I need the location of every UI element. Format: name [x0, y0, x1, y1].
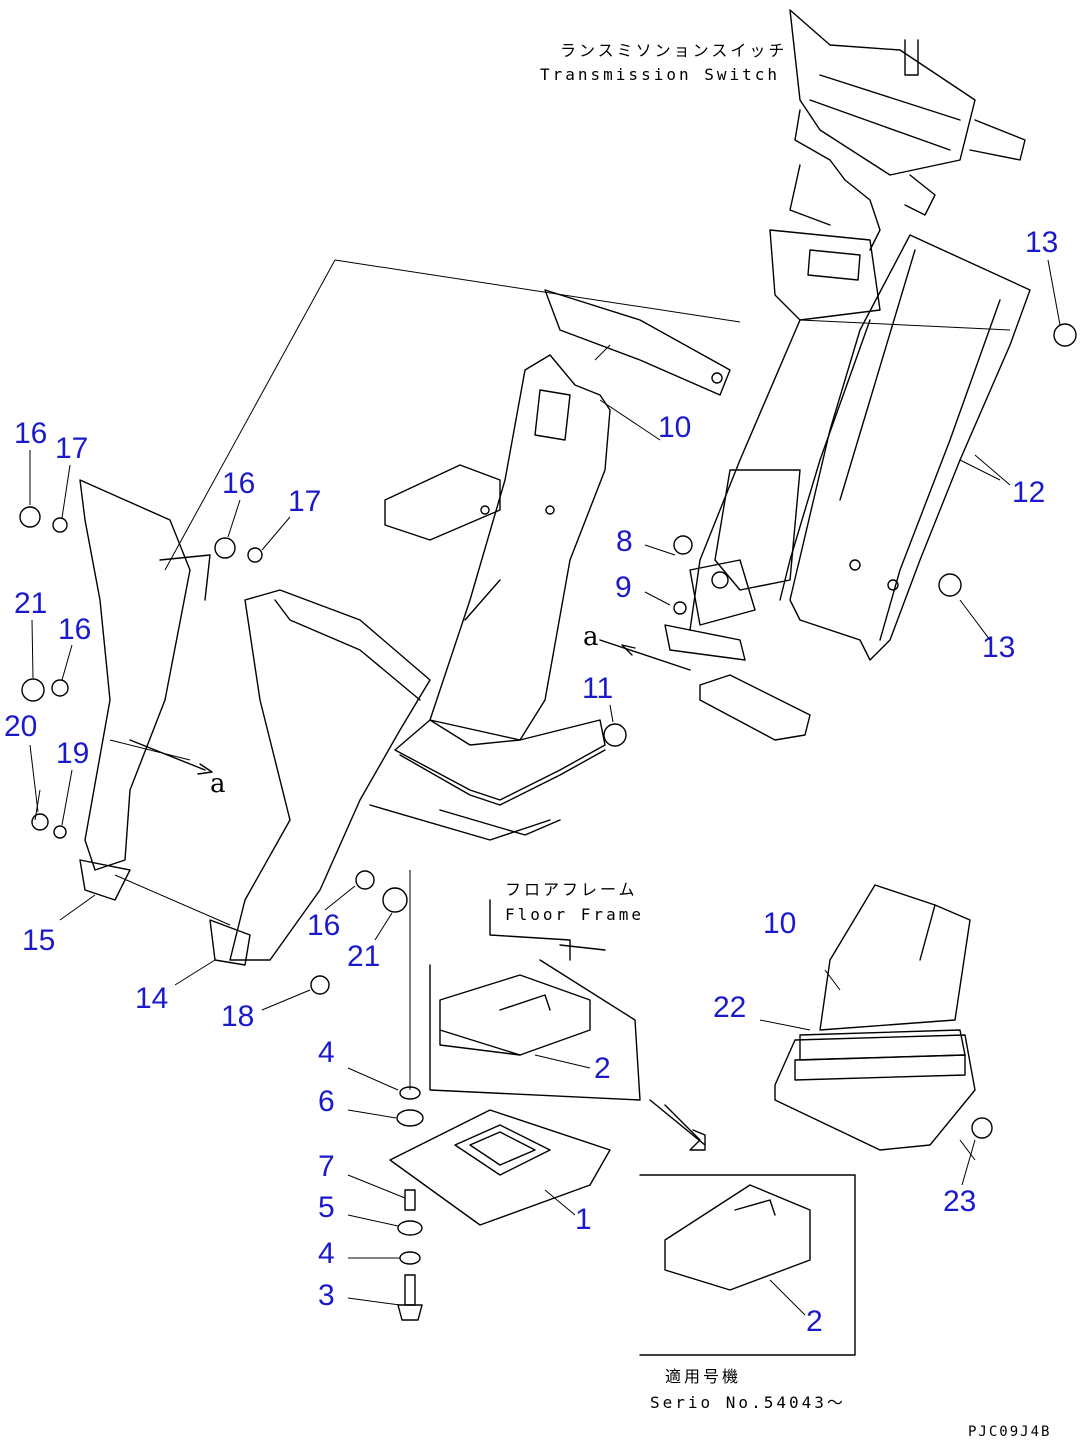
floor-frame-en-label: Floor Frame — [505, 905, 644, 924]
bolt-16d — [355, 870, 375, 890]
floor-plate-part-1 — [389, 1086, 611, 1321]
callout-2a: 2 — [594, 1052, 611, 1085]
callout-4b: 4 — [318, 1237, 335, 1270]
washer-19 — [53, 825, 67, 839]
callout-16a: 16 — [14, 417, 47, 450]
bolt-11 — [603, 723, 627, 747]
floor-frame-jp-label: フロアフレーム — [505, 880, 638, 899]
callouts: 13 10 12 8 9 13 11 16 17 16 17 21 16 20 … — [4, 226, 1058, 1338]
cover-part-14 — [209, 589, 431, 966]
view-mark-a-right: a — [583, 622, 599, 652]
callout-4a: 4 — [318, 1036, 335, 1069]
callout-16d: 16 — [307, 909, 340, 942]
column-assembly — [664, 319, 871, 661]
cover-part-2-upper — [429, 959, 641, 1101]
callout-11: 11 — [582, 672, 613, 705]
cover-part-12 — [789, 234, 1031, 661]
serial-inset — [639, 1099, 856, 1356]
view-mark-a-left: a — [210, 769, 226, 799]
bolt-8 — [673, 535, 693, 555]
callout-23: 23 — [943, 1185, 976, 1218]
transmission-switch — [769, 9, 1026, 321]
washer-17a — [52, 517, 68, 533]
serial-jp-label: 適用号機 — [665, 1367, 741, 1386]
boot-part-22 — [774, 884, 976, 1151]
cap-21b — [382, 887, 408, 913]
transmission-switch-jp-label: ランスミソンョンスイッチ — [560, 41, 787, 60]
upper-bracket — [384, 289, 811, 741]
floor-frame-outline — [369, 804, 606, 961]
bolt-16a — [19, 506, 41, 528]
callout-2b: 2 — [806, 1305, 823, 1338]
callout-13a: 13 — [1025, 226, 1058, 259]
callout-17a: 17 — [55, 432, 88, 465]
post-part-10 — [394, 354, 611, 806]
callout-16b: 16 — [222, 467, 255, 500]
callout-10a: 10 — [658, 411, 691, 444]
hardware — [19, 323, 1077, 1139]
callout-16c: 16 — [58, 613, 91, 646]
callout-14: 14 — [135, 982, 168, 1015]
leader-lines — [34, 259, 1011, 1161]
callout-7: 7 — [318, 1150, 335, 1183]
callout-8: 8 — [616, 525, 633, 558]
bolt-16b — [214, 537, 236, 559]
bolt-18 — [310, 975, 330, 995]
callout-20: 20 — [4, 710, 37, 743]
callout-leaders — [29, 259, 1061, 1316]
callout-5: 5 — [318, 1191, 335, 1224]
callout-6: 6 — [318, 1085, 335, 1118]
callout-22: 22 — [713, 991, 746, 1024]
callout-17b: 17 — [288, 485, 321, 518]
callout-12: 12 — [1012, 476, 1045, 509]
bolt-16c — [51, 679, 69, 697]
bolt-13b — [938, 573, 962, 597]
cover-part-15 — [79, 479, 211, 901]
transmission-switch-en-label: Transmission Switch — [540, 65, 780, 84]
view-arrows — [129, 639, 691, 775]
drawing-code: PJC09J4B — [968, 1424, 1051, 1440]
callout-18: 18 — [221, 1000, 254, 1033]
bolt-20 — [31, 813, 49, 831]
callout-19: 19 — [56, 737, 89, 770]
bolt-23 — [971, 1117, 993, 1139]
callout-1: 1 — [575, 1203, 592, 1236]
cap-21a — [21, 678, 45, 702]
callout-21b: 21 — [347, 940, 380, 973]
callout-21a: 21 — [14, 587, 47, 620]
callout-9: 9 — [615, 571, 632, 604]
washer-17b — [247, 547, 263, 563]
washer-9 — [673, 601, 687, 615]
serial-en-label: Serio No.54043～ — [650, 1393, 846, 1412]
callout-15: 15 — [22, 924, 55, 957]
callout-10b: 10 — [763, 907, 796, 940]
callout-3: 3 — [318, 1279, 335, 1312]
bolt-13a — [1053, 323, 1077, 347]
